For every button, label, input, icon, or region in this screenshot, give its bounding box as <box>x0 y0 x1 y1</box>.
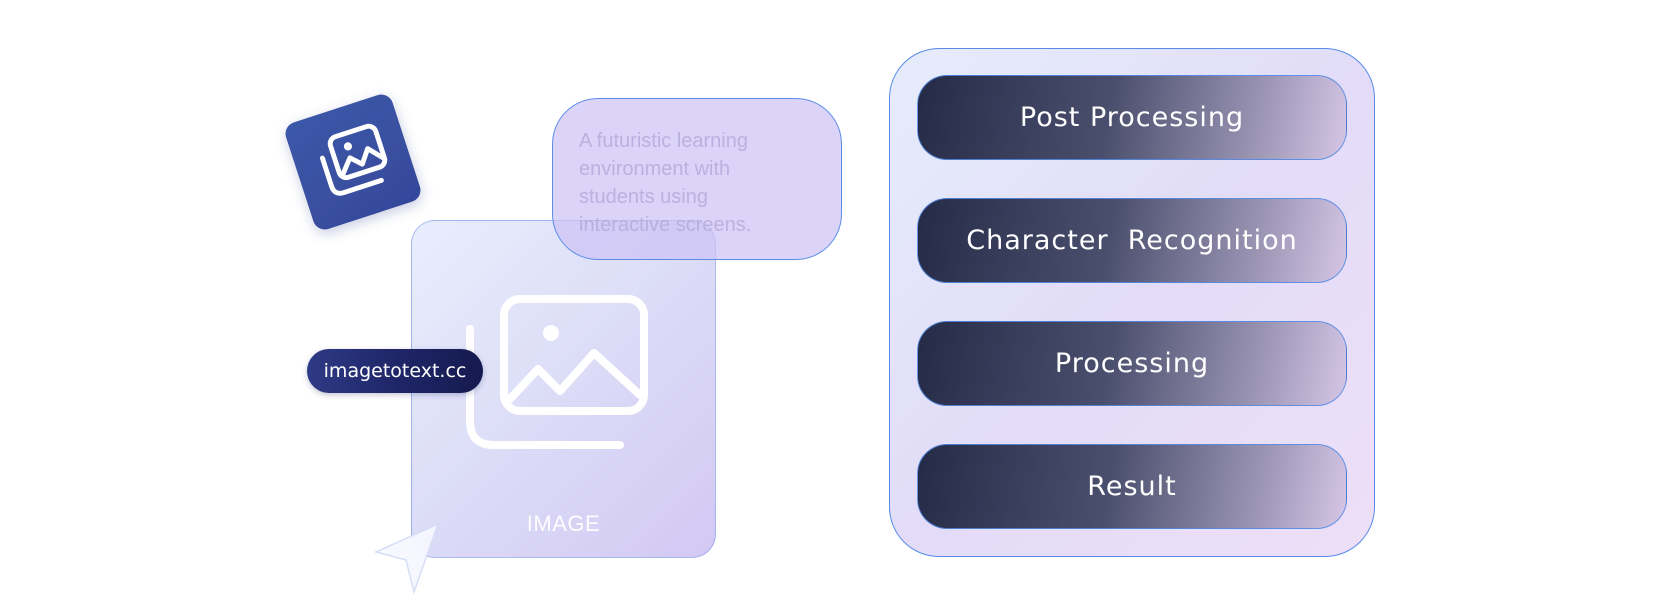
step-result[interactable]: Result <box>917 444 1347 529</box>
image-card-label: IMAGE <box>526 511 601 536</box>
step-character-recognition[interactable]: Character Recognition <box>917 198 1347 283</box>
description-card: A futuristic learning environment with s… <box>552 98 842 260</box>
url-pill[interactable]: imagetotext.cc <box>307 349 483 393</box>
step-processing[interactable]: Processing <box>917 321 1347 406</box>
cursor-arrow-icon <box>373 522 440 595</box>
pipeline-panel: Post Processing Character Recognition Pr… <box>889 48 1375 557</box>
image-gallery-icon <box>319 123 388 196</box>
step-post-processing[interactable]: Post Processing <box>917 75 1347 160</box>
image-gallery-icon <box>466 295 648 449</box>
app-image-icon <box>282 91 424 233</box>
description-text: A futuristic learning environment with s… <box>579 130 752 236</box>
